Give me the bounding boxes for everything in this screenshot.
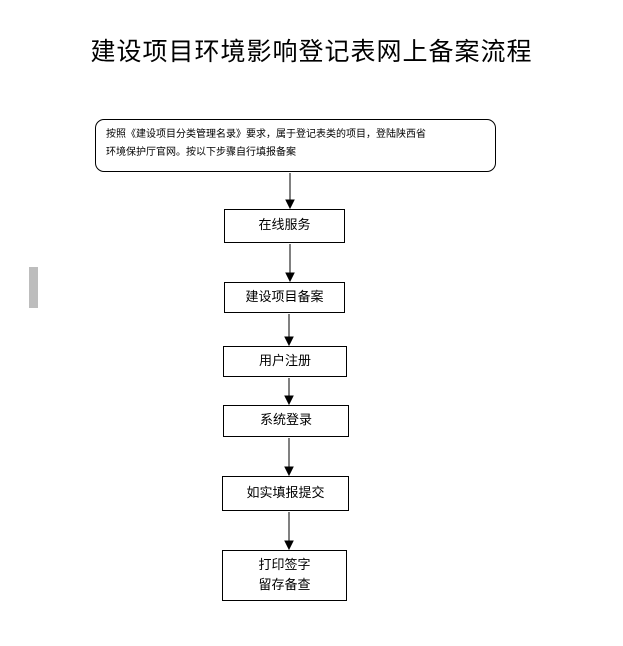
arrow-5-head [284, 466, 294, 477]
step-label: 系统登录 [259, 413, 312, 428]
step-label: 用户注册 [258, 353, 311, 369]
arrow-4-head [284, 395, 294, 406]
step-print-and-sign: 打印签字 留存备查 [222, 550, 347, 601]
intro-box: 按照《建设项目分类管理名录》要求，属于登记表类的项目，登陆陕西省 环境保护厅官网… [95, 119, 496, 172]
intro-line-1: 按照《建设项目分类管理名录》要求，属于登记表类的项目，登陆陕西省 [106, 129, 426, 140]
arrow-6-head [284, 540, 294, 551]
step-label-line-1: 打印签字 [258, 557, 311, 573]
step-label-line-2: 留存备查 [258, 577, 311, 593]
arrow-2-head [285, 272, 295, 283]
step-fill-and-submit: 如实填报提交 [222, 476, 349, 511]
arrow-3-head [284, 336, 294, 347]
step-label: 如实填报提交 [246, 485, 325, 501]
arrow-1-head [285, 199, 295, 210]
step-project-filing: 建设项目备案 [224, 282, 345, 313]
step-label: 在线服务 [258, 218, 311, 233]
step-online-service: 在线服务 [224, 209, 345, 243]
step-label: 建设项目备案 [245, 289, 324, 305]
step-user-registration: 用户注册 [223, 346, 347, 377]
page-title: 建设项目环境影响登记表网上备案流程 [90, 37, 533, 66]
side-bar-decoration [29, 267, 38, 308]
intro-line-2: 环境保护厅官网。按以下步骤自行填报备案 [106, 147, 296, 158]
step-system-login: 系统登录 [223, 405, 349, 437]
step-label-group: 打印签字 留存备查 [258, 556, 310, 596]
